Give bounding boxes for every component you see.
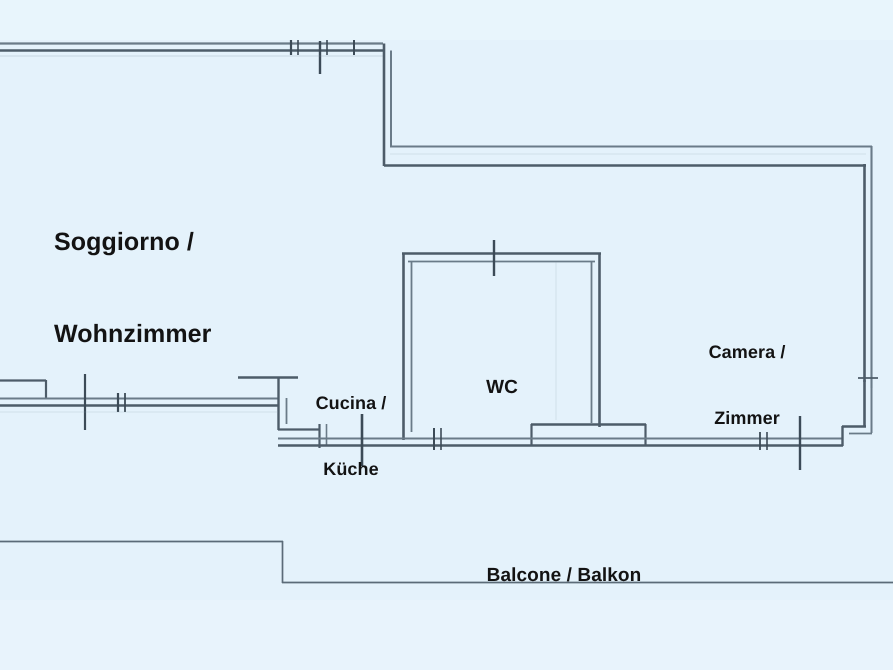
- wall-lines: [0, 40, 893, 584]
- room-label-camera-line2: Zimmer: [714, 407, 780, 428]
- wall-top-openings: [289, 40, 355, 74]
- wall-upper-right: [384, 145, 872, 167]
- wall-lower-left-openings: [83, 374, 126, 430]
- room-label-soggiorno-line1: Soggiorno /: [54, 228, 194, 256]
- wall-right-lower-step: [841, 380, 873, 446]
- wall-bottom-flat: [278, 437, 843, 447]
- wall-wc-room: [402, 240, 647, 446]
- room-label-soggiorno: Soggiorno / Wohnzimmer: [54, 166, 212, 410]
- room-label-camera-line1: Camera /: [708, 341, 786, 362]
- room-label-camera: Camera / Zimmer: [688, 298, 806, 474]
- room-label-cucina: Cucina / Küche: [303, 349, 399, 525]
- room-label-wc: WC: [458, 330, 546, 446]
- wall-lower-main: [0, 379, 278, 407]
- paper-tone-top: [0, 0, 893, 40]
- wall-bottom-openings: [360, 414, 802, 470]
- room-label-balcone: Balcone / Balkon: [466, 518, 662, 634]
- room-label-soggiorno-line2: Wohnzimmer: [54, 319, 212, 348]
- room-label-cucina-line2: Küche: [323, 458, 379, 479]
- ghost-lines: [0, 55, 866, 420]
- paper-tone-bottom: [0, 600, 893, 670]
- wall-top-step-vertical: [382, 43, 392, 166]
- wall-kitchen: [238, 376, 328, 448]
- wall-right: [863, 146, 873, 388]
- balcony-outline: [0, 540, 893, 584]
- room-label-wc-line1: WC: [486, 377, 518, 399]
- room-label-cucina-line1: Cucina /: [315, 392, 387, 413]
- room-label-balcone-line1: Balcone / Balkon: [486, 565, 642, 587]
